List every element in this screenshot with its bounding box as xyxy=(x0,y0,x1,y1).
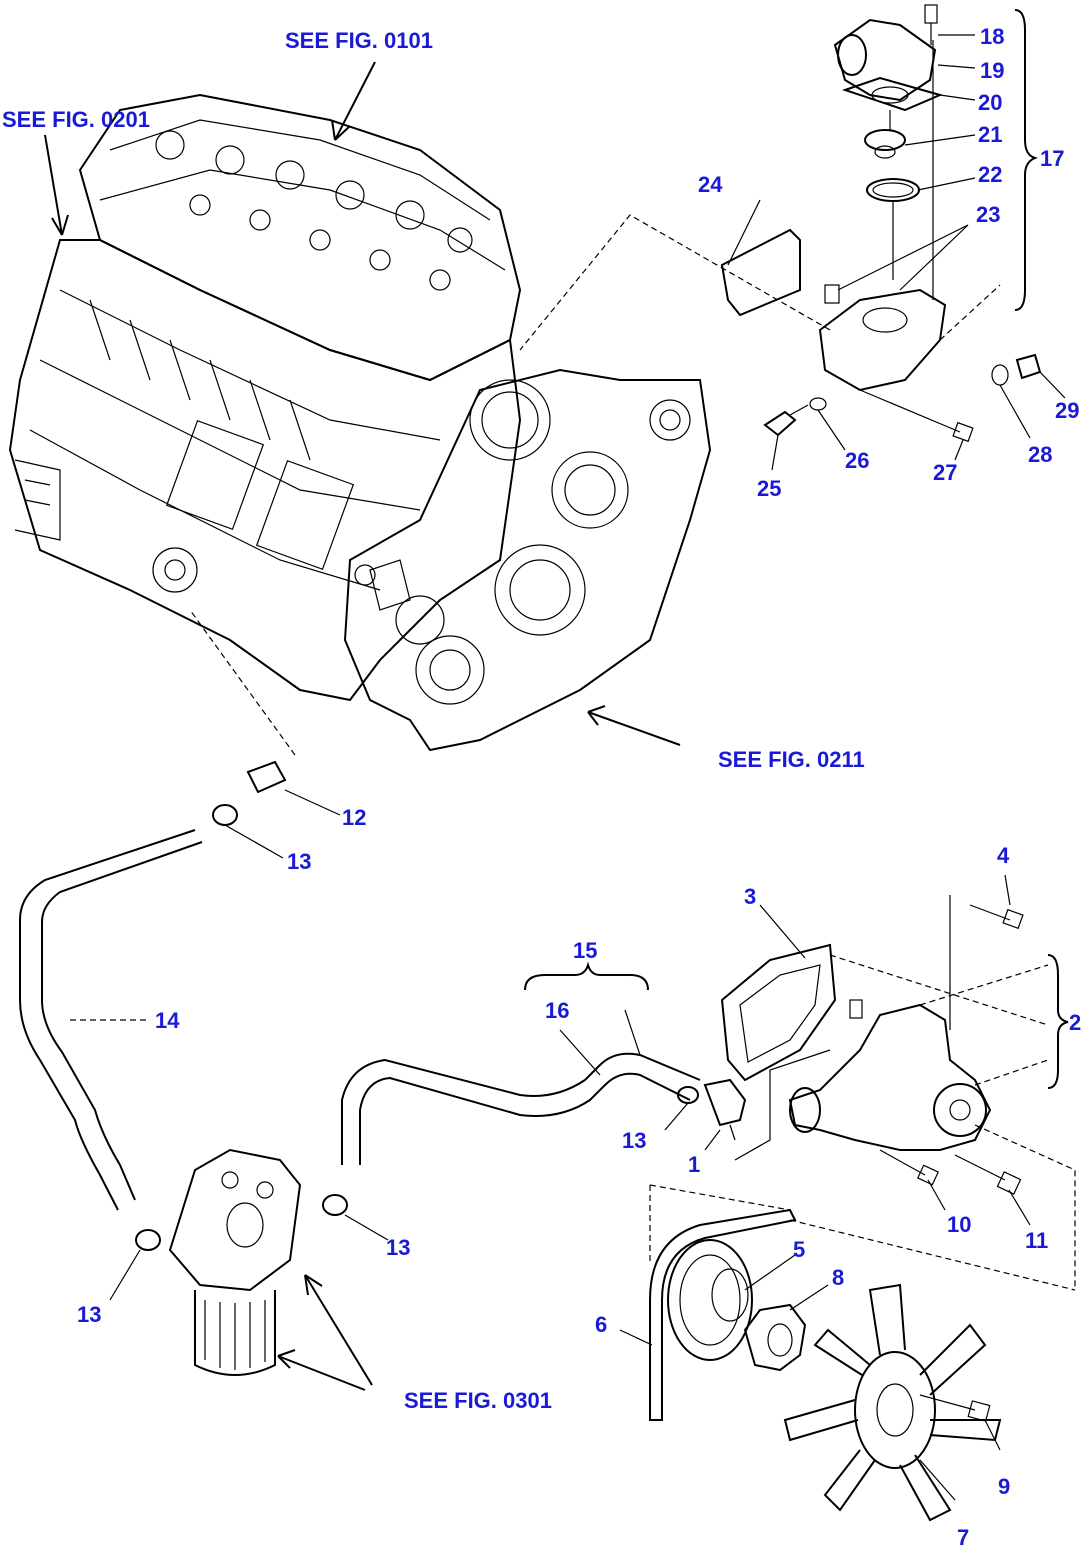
callout-26: 26 xyxy=(845,448,869,473)
ref-fig-0101: SEE FIG. 0101 xyxy=(285,28,433,53)
callout-23: 23 xyxy=(976,202,1000,227)
callout-28: 28 xyxy=(1028,442,1052,467)
ref-fig-0301: SEE FIG. 0301 xyxy=(404,1388,552,1413)
callout-21: 21 xyxy=(978,122,1002,147)
callout-5: 5 xyxy=(793,1237,805,1262)
callout-13-mid: 13 xyxy=(622,1128,646,1153)
callout-7: 7 xyxy=(957,1525,969,1550)
thermostat-assembly xyxy=(519,4,1066,471)
callout-24: 24 xyxy=(698,172,723,197)
callout-20: 20 xyxy=(978,90,1002,115)
callout-25: 25 xyxy=(757,476,781,501)
callout-10: 10 xyxy=(947,1212,971,1237)
callout-11: 11 xyxy=(1025,1228,1048,1253)
gear-case xyxy=(343,368,712,752)
callout-6: 6 xyxy=(595,1312,607,1337)
hoses xyxy=(19,609,747,1301)
callout-12: 12 xyxy=(342,805,366,830)
callout-13-right: 13 xyxy=(386,1235,410,1260)
callout-22: 22 xyxy=(978,162,1002,187)
callout-18: 18 xyxy=(980,24,1004,49)
callout-2: 2 xyxy=(1069,1010,1081,1035)
reference-arrows xyxy=(44,61,681,1391)
callout-27: 27 xyxy=(933,460,957,485)
ref-fig-0211: SEE FIG. 0211 xyxy=(718,747,865,772)
callout-13-left: 13 xyxy=(77,1302,101,1327)
callout-29: 29 xyxy=(1055,398,1079,423)
callout-13-top: 13 xyxy=(287,849,311,874)
callout-19: 19 xyxy=(980,58,1004,83)
callout-1: 1 xyxy=(688,1152,700,1177)
water-pump-assembly xyxy=(720,874,1069,1226)
callout-17: 17 xyxy=(1040,146,1064,171)
filter-housing xyxy=(168,1148,302,1376)
engine-block xyxy=(8,93,522,702)
callout-8: 8 xyxy=(832,1265,844,1290)
callout-16: 16 xyxy=(545,998,569,1023)
callout-9: 9 xyxy=(998,1474,1010,1499)
callout-14: 14 xyxy=(155,1008,180,1033)
callout-4: 4 xyxy=(997,843,1010,868)
ref-fig-0201: SEE FIG. 0201 xyxy=(2,107,150,132)
callout-15: 15 xyxy=(573,938,597,963)
fan-pulley-assembly xyxy=(619,1124,1076,1522)
callout-3: 3 xyxy=(744,884,756,909)
